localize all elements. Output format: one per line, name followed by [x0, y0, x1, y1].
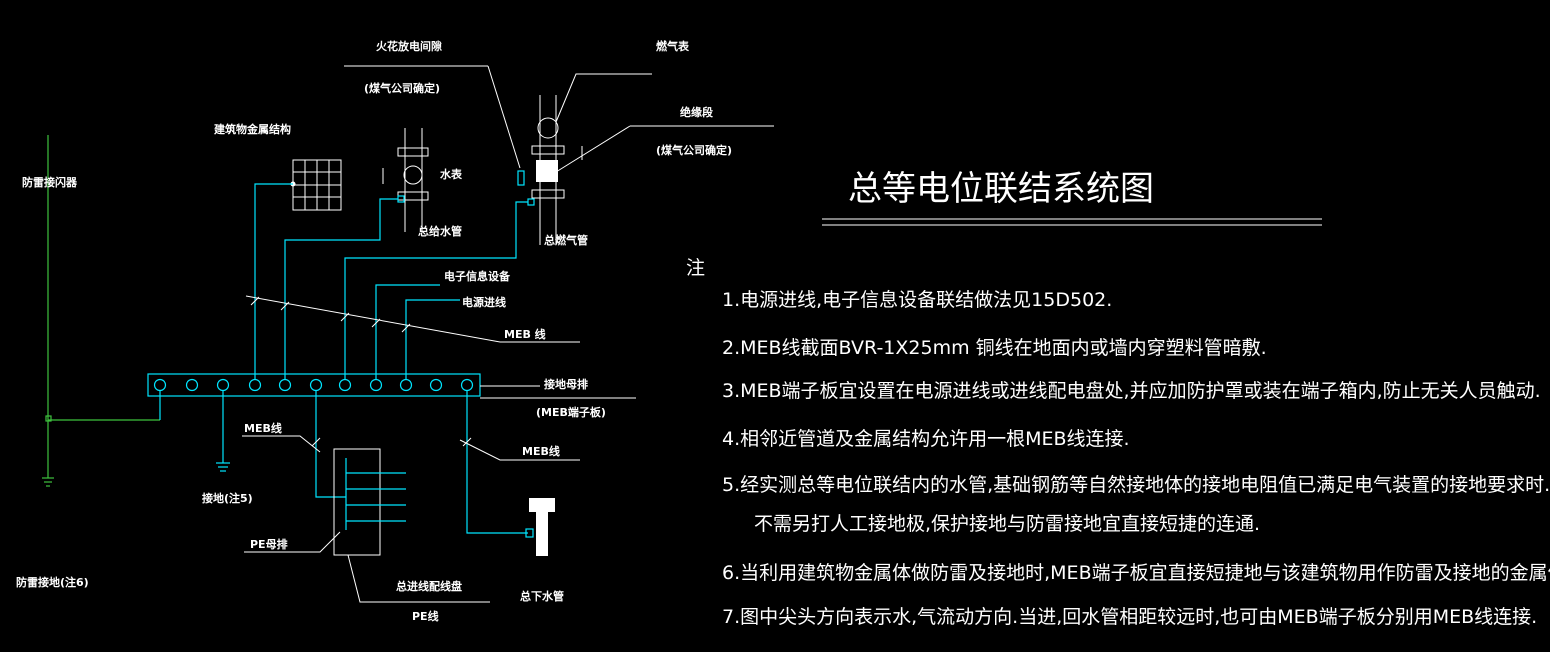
label-water-meter: 水表	[440, 167, 463, 181]
earth-electrode	[216, 390, 230, 472]
label-dist-panel: 总进线配线盘	[396, 579, 462, 593]
wire-drain	[466, 390, 528, 534]
label-gas-company-1: (煤气公司确定)	[364, 81, 440, 95]
notes-heading: 注	[686, 257, 705, 279]
label-lightning-down: 防雷接闪器	[22, 175, 78, 189]
pe-bus-panel	[333, 448, 406, 556]
water-meter-assembly	[382, 128, 429, 232]
wire-electronic	[375, 284, 440, 380]
meb-tick-marks	[250, 296, 411, 333]
label-pe-line: PE线	[412, 609, 439, 623]
label-lightning-earth: 防雷接地(注6)	[16, 575, 89, 589]
leader-meb-line-1	[245, 295, 580, 343]
label-gas-meter: 燃气表	[655, 39, 690, 53]
label-electronic: 电子信息设备	[444, 269, 511, 283]
wire-power-line	[405, 299, 460, 380]
lightning-down-conductor	[42, 135, 160, 487]
wire-pe-bus	[315, 390, 346, 498]
label-ground-bus: 接地母排	[544, 377, 588, 391]
diagram-title: 总等电位联结系统图	[848, 169, 1154, 209]
label-building-metal: 建筑物金属结构	[214, 122, 291, 136]
note-6: 6.当利用建筑物金属体做防雷及接地时,MEB端子板宜直接短捷地与该建筑物用作防雷…	[722, 562, 1550, 584]
label-power-line: 电源进线	[462, 295, 506, 309]
meb-tick-pe	[311, 437, 321, 447]
note-3: 3.MEB端子板宜设置在电源进线或进线配电盘处,并应加防护罩或装在端子箱内,防止…	[722, 380, 1541, 402]
leader-insulation	[555, 125, 631, 173]
label-earth: 接地(注5)	[202, 491, 253, 505]
leader-spark-gap	[487, 65, 521, 169]
building-metal-grid	[290, 159, 342, 211]
label-insulation: 绝缘段	[680, 105, 713, 119]
note-7: 7.图中尖头方向表示水,气流动方向.当进,回水管相距较远时,也可由MEB端子板分…	[722, 606, 1537, 628]
label-meb-terminal: (MEB端子板)	[536, 405, 606, 419]
note-5-cont: 不需另打人工接地极,保护接地与防雷接地宜直接短捷的连通.	[754, 513, 1260, 535]
note-5: 5.经实测总等电位联结内的水管,基础钢筋等自然接地体的接地电阻值已满足电气装置的…	[722, 474, 1550, 496]
note-4: 4.相邻近管道及金属结构允许用一根MEB线连接.	[722, 428, 1130, 450]
wire-gas-main	[344, 201, 528, 380]
note-1: 1.电源进线,电子信息设备联结做法见15D502.	[722, 289, 1112, 311]
label-gas-main: 总燃气管	[544, 233, 588, 247]
leader-dist-panel	[347, 554, 490, 603]
label-drain: 总下水管	[520, 589, 564, 603]
label-pe-bus: PE母排	[250, 537, 288, 551]
drain-pipe	[525, 498, 555, 556]
label-meb-line-3: MEB线	[522, 444, 560, 458]
gas-meter-assembly	[517, 95, 583, 245]
note-2: 2.MEB线截面BVR-1X25mm 铜线在地面内或墙内穿塑料管暗敷.	[722, 337, 1267, 359]
ground-busbar	[147, 373, 481, 397]
leader-gas-meter	[555, 73, 652, 123]
leader-meb-line-2	[242, 435, 321, 453]
wire-water-main	[284, 198, 398, 380]
meb-tick-drain	[462, 437, 472, 447]
label-gas-company-2: (煤气公司确定)	[656, 143, 732, 157]
leader-pe-bus	[244, 531, 341, 553]
label-meb-line-1: MEB 线	[504, 327, 546, 341]
wire-building-metal	[254, 183, 293, 380]
label-spark-gap: 火花放电间隙	[376, 39, 442, 53]
leader-meb-line-3	[459, 439, 580, 461]
label-water-main: 总给水管	[418, 224, 462, 238]
label-meb-line-2: MEB线	[244, 421, 282, 435]
